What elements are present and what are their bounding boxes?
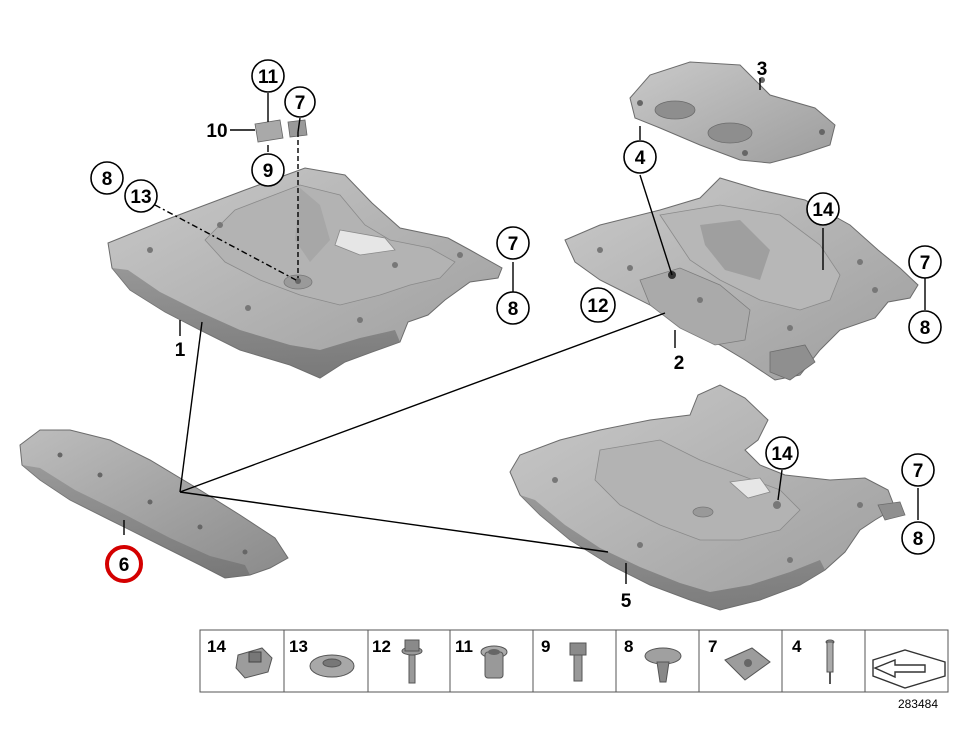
svg-text:6: 6 bbox=[119, 555, 130, 576]
bracket-hardware bbox=[254, 119, 308, 143]
svg-text:14: 14 bbox=[771, 444, 793, 465]
label-part-1[interactable]: 1 bbox=[175, 340, 186, 361]
svg-text:8: 8 bbox=[624, 637, 633, 656]
blind-rivet-icon bbox=[825, 639, 835, 684]
legend-item-13[interactable]: 13 bbox=[289, 637, 355, 678]
callout-8-part1[interactable]: 8 bbox=[496, 291, 530, 325]
legend-item-8[interactable]: 8 bbox=[624, 637, 682, 683]
callout-4[interactable]: 4 bbox=[623, 140, 657, 174]
label-part-3[interactable]: 3 bbox=[757, 59, 768, 80]
callout-8-part2[interactable]: 8 bbox=[908, 310, 942, 344]
label-part-2[interactable]: 2 bbox=[674, 353, 685, 374]
callout-8-part5[interactable]: 8 bbox=[901, 521, 935, 555]
legend-item-14[interactable]: 14 bbox=[207, 637, 273, 679]
svg-text:4: 4 bbox=[635, 148, 646, 169]
heat-shield-part-3 bbox=[629, 61, 836, 164]
svg-text:12: 12 bbox=[587, 296, 608, 317]
callout-8-left[interactable]: 8 bbox=[90, 161, 124, 195]
svg-text:13: 13 bbox=[289, 637, 308, 656]
underbody-panel-part-1 bbox=[107, 167, 503, 379]
clip-nut-icon bbox=[724, 647, 771, 681]
callout-7-bracket[interactable]: 7 bbox=[284, 86, 316, 118]
svg-text:14: 14 bbox=[207, 637, 226, 656]
hardware-legend: 14 13 12 11 bbox=[199, 629, 949, 693]
svg-text:7: 7 bbox=[913, 461, 924, 482]
callout-12[interactable]: 12 bbox=[580, 287, 616, 323]
callout-14-part2[interactable]: 14 bbox=[806, 192, 840, 226]
svg-text:8: 8 bbox=[508, 299, 519, 320]
direction-arrow-icon bbox=[872, 649, 946, 689]
legend-item-4[interactable]: 4 bbox=[792, 637, 835, 684]
svg-text:7: 7 bbox=[508, 234, 519, 255]
svg-text:8: 8 bbox=[102, 169, 113, 190]
callout-9[interactable]: 9 bbox=[251, 153, 285, 187]
svg-text:14: 14 bbox=[812, 200, 834, 221]
svg-text:4: 4 bbox=[792, 637, 802, 656]
callout-7-part2[interactable]: 7 bbox=[908, 245, 942, 279]
svg-text:11: 11 bbox=[258, 67, 279, 88]
legend-item-7[interactable]: 7 bbox=[708, 637, 771, 681]
svg-text:7: 7 bbox=[920, 253, 931, 274]
washer-icon bbox=[309, 654, 355, 678]
svg-text:9: 9 bbox=[263, 161, 274, 182]
callout-7-part5[interactable]: 7 bbox=[901, 453, 935, 487]
callout-11[interactable]: 11 bbox=[251, 59, 285, 93]
callout-13[interactable]: 13 bbox=[124, 179, 158, 213]
diagram-reference-number: 283484 bbox=[898, 697, 938, 711]
underbody-panel-part-5 bbox=[509, 384, 906, 611]
underbody-panel-part-2 bbox=[564, 177, 919, 381]
collar-bolt-icon bbox=[401, 639, 423, 684]
label-part-10[interactable]: 10 bbox=[206, 121, 227, 142]
svg-text:11: 11 bbox=[455, 637, 473, 656]
callout-14-part5[interactable]: 14 bbox=[765, 436, 799, 470]
spring-nut-icon bbox=[235, 647, 273, 679]
expanding-rivet-icon bbox=[644, 647, 682, 683]
legend-item-direction bbox=[872, 649, 946, 689]
grommet-icon bbox=[480, 645, 508, 679]
svg-text:13: 13 bbox=[130, 187, 151, 208]
callout-6-highlighted[interactable]: 6 bbox=[105, 545, 143, 583]
svg-text:8: 8 bbox=[920, 318, 931, 339]
svg-text:9: 9 bbox=[541, 637, 550, 656]
callout-7-part1[interactable]: 7 bbox=[496, 226, 530, 260]
leader-lines bbox=[123, 78, 926, 584]
legend-item-12[interactable]: 12 bbox=[372, 637, 423, 684]
label-part-5[interactable]: 5 bbox=[621, 591, 632, 612]
hex-bolt-icon bbox=[569, 642, 587, 682]
legend-item-9[interactable]: 9 bbox=[541, 637, 587, 682]
legend-item-11[interactable]: 11 bbox=[455, 637, 508, 679]
svg-text:7: 7 bbox=[708, 637, 717, 656]
svg-text:8: 8 bbox=[913, 529, 924, 550]
front-trim-part-6 bbox=[19, 429, 289, 579]
svg-text:7: 7 bbox=[295, 93, 306, 114]
svg-text:12: 12 bbox=[372, 637, 391, 656]
